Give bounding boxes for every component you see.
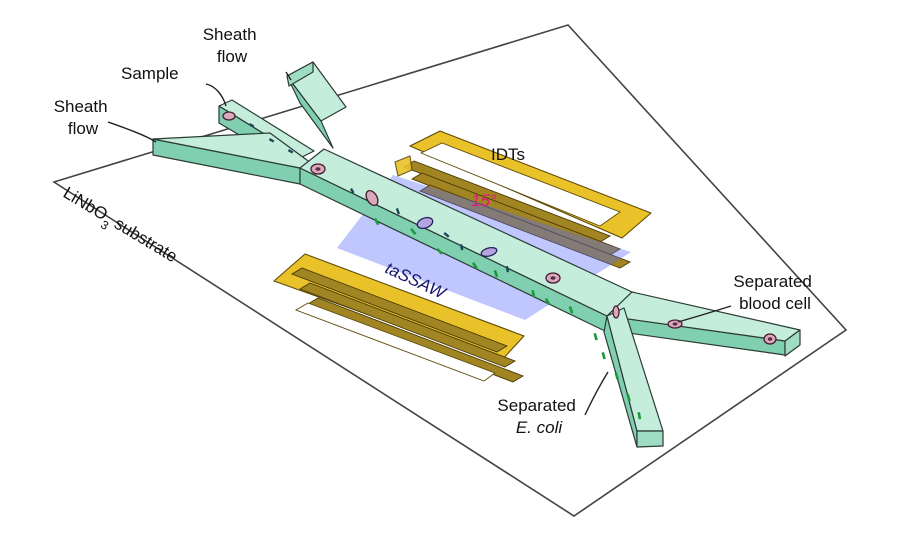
label-sample: Sample [121, 64, 179, 83]
bottom-idt-electrode [273, 253, 525, 383]
label-sheath-flow-top: Sheath flow [203, 25, 262, 66]
blood-cells [222, 111, 777, 345]
label-sheath-flow-left: Sheath flow [54, 97, 113, 138]
label-separated-ecoli: Separated E. coli [497, 396, 580, 437]
label-angle: 15° [471, 191, 497, 210]
label-idts: IDTs [491, 145, 525, 164]
top-idt-electrode [394, 130, 652, 269]
leader-lines [107, 71, 732, 416]
ecoli-cells [248, 122, 642, 420]
label-separated-blood-cell: Separated blood cell [733, 272, 816, 313]
